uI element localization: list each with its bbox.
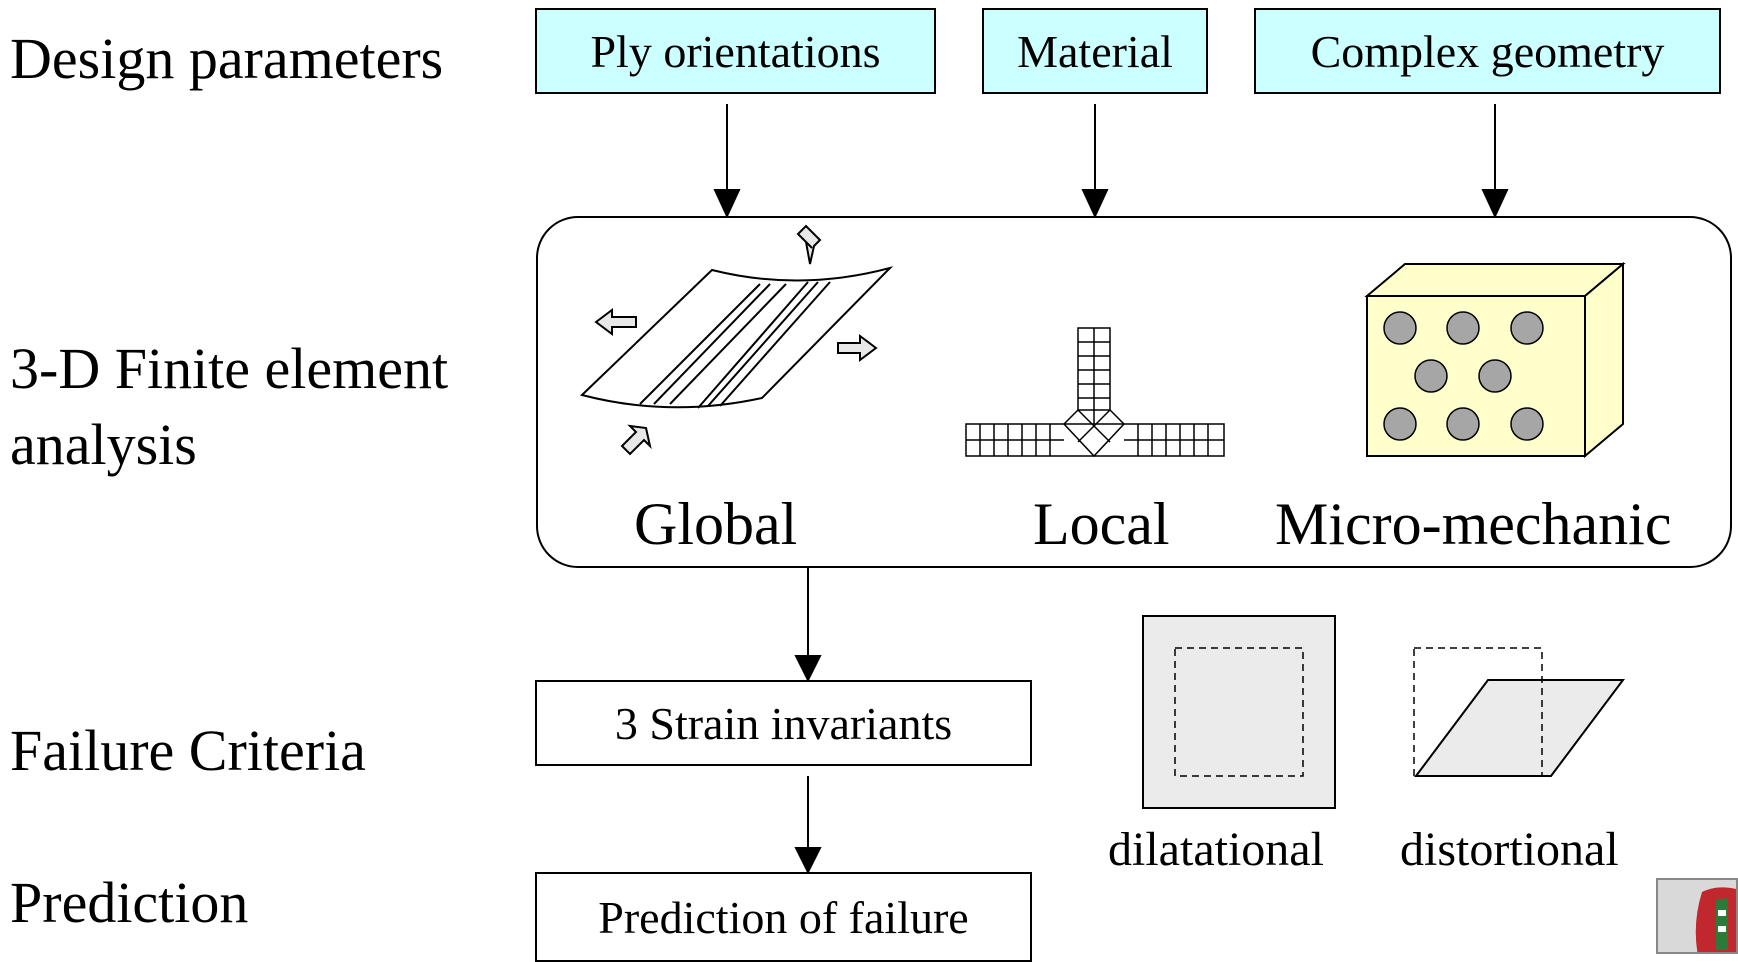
tjoint-mesh-lines: [966, 328, 1224, 456]
load-arrows: [594, 224, 878, 456]
arrowhead-ply: [713, 189, 741, 219]
arrowhead-criteria: [794, 655, 822, 683]
corner-logo: [1656, 878, 1738, 954]
row-label-prediction: Prediction: [10, 870, 249, 935]
fea-panel: [536, 216, 1732, 568]
prediction-of-failure-box: Prediction of failure: [535, 872, 1032, 962]
load-arrow-bottom: [620, 424, 652, 456]
cube-side-face: [1584, 261, 1624, 459]
load-arrow-top: [796, 224, 822, 265]
arrowhead-material: [1081, 189, 1109, 219]
local-tjoint-illustration: [965, 327, 1225, 458]
strain-invariants-box: 3 Strain invariants: [535, 680, 1032, 766]
label-distortional: distortional: [1400, 823, 1619, 876]
arrowhead-geometry: [1481, 189, 1509, 219]
label-dilatational: dilatational: [1108, 823, 1324, 876]
label-local: Local: [1033, 491, 1170, 557]
param-box-complex-geometry: Complex geometry: [1254, 8, 1721, 94]
fiber-circles: [1383, 311, 1544, 441]
row-label-design-parameters: Design parameters: [10, 26, 444, 91]
row-label-fea-line2: analysis: [10, 412, 197, 477]
label-micro-mechanic: Micro-mechanic: [1275, 491, 1672, 557]
param-box-ply-orientations: Ply orientations: [535, 8, 936, 94]
dilatational-illustration: [1142, 615, 1336, 809]
load-arrow-left: [594, 308, 637, 336]
label-global: Global: [634, 491, 798, 557]
arrowhead-prediction: [794, 847, 822, 875]
row-label-failure-criteria: Failure Criteria: [10, 718, 366, 783]
global-panel-illustration: [580, 266, 894, 409]
micromechanic-cube-illustration: [1364, 261, 1626, 459]
row-label-fea-line1: 3-D Finite element: [10, 336, 449, 401]
load-arrow-right: [837, 334, 878, 362]
param-box-material: Material: [982, 8, 1208, 94]
cube-top-face: [1364, 263, 1626, 297]
flow-arrows: [713, 104, 1509, 875]
distortional-illustration: [1413, 647, 1625, 777]
